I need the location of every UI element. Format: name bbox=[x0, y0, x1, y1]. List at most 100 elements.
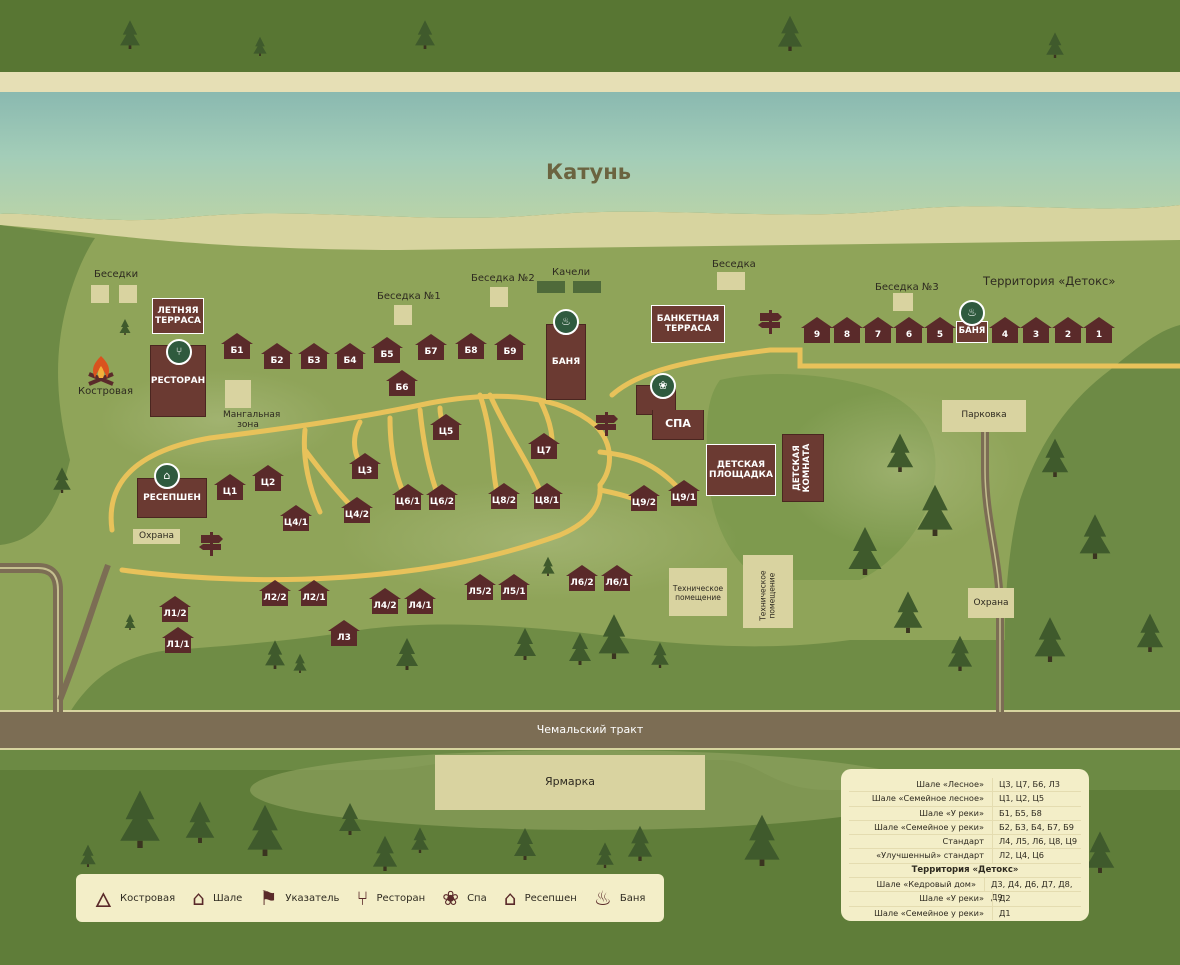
table-row: Шале «У реки»Б1, Б5, Б8 bbox=[849, 806, 1081, 821]
legend-label: Шале bbox=[212, 892, 243, 904]
chalet-b6[interactable]: Б6 bbox=[386, 370, 418, 396]
chalet-d2[interactable]: 2 bbox=[1052, 317, 1084, 343]
chalet-c5[interactable]: Ц5 bbox=[430, 414, 462, 440]
bbq-pad[interactable] bbox=[225, 380, 251, 408]
reception-icon[interactable]: ⌂ bbox=[154, 463, 180, 489]
chalet-c2[interactable]: Ц2 bbox=[252, 465, 284, 491]
chalet-l5-2[interactable]: Л5/2 bbox=[464, 574, 496, 600]
chalet-label: Ц6/1 bbox=[395, 494, 421, 510]
chalet-d1[interactable]: 1 bbox=[1083, 317, 1115, 343]
chalet-b5[interactable]: Б5 bbox=[371, 337, 403, 363]
chalet-c8-1[interactable]: Ц8/1 bbox=[531, 483, 563, 509]
security-pad-right[interactable] bbox=[968, 588, 1014, 618]
chalet-l5-1[interactable]: Л5/1 bbox=[498, 574, 530, 600]
spa-building[interactable]: СПА bbox=[652, 410, 704, 440]
chalet-l6-2[interactable]: Л6/2 bbox=[566, 565, 598, 591]
chalet-b4[interactable]: Б4 bbox=[334, 343, 366, 369]
swings-pad-2[interactable] bbox=[573, 281, 601, 293]
chalet-b2[interactable]: Б2 bbox=[261, 343, 293, 369]
tech-room-1[interactable] bbox=[669, 568, 727, 616]
chalet-d5[interactable]: 5 bbox=[924, 317, 956, 343]
signpost-3[interactable] bbox=[199, 530, 225, 556]
fair-area[interactable] bbox=[435, 755, 705, 810]
legend-label: Ресепшен bbox=[524, 892, 577, 904]
chalet-l4-1[interactable]: Л4/1 bbox=[404, 588, 436, 614]
bbq-label: Мангальная зона bbox=[223, 410, 281, 430]
gazebo-pad[interactable] bbox=[717, 272, 745, 290]
playground-label: ДЕТСКАЯ ПЛОЩАДКА bbox=[709, 459, 773, 480]
chalet-l6-1[interactable]: Л6/1 bbox=[601, 565, 633, 591]
chalet-c9-2[interactable]: Ц9/2 bbox=[628, 485, 660, 511]
chalet-c7[interactable]: Ц7 bbox=[528, 433, 560, 459]
gazebo-pad-1[interactable] bbox=[91, 285, 109, 303]
chalet-d6[interactable]: 6 bbox=[893, 317, 925, 343]
chalet-b9[interactable]: Б9 bbox=[494, 334, 526, 360]
chalet-l3[interactable]: Л3 bbox=[328, 620, 360, 646]
gazebo3-pad[interactable] bbox=[893, 293, 913, 311]
chalet-c4-1[interactable]: Ц4/1 bbox=[280, 505, 312, 531]
chalet-l1-2[interactable]: Л1/2 bbox=[159, 596, 191, 622]
table-type: Шале «У реки» bbox=[849, 892, 993, 906]
signpost-icon bbox=[758, 310, 782, 334]
gazebo2-label: Беседка №2 bbox=[471, 273, 535, 284]
table-row: Шале «Лесное»Ц3, Ц7, Б6, Л3 bbox=[849, 778, 1081, 793]
chalet-label: Б9 bbox=[497, 344, 523, 360]
table-row: Шале «Семейное лесное»Ц1, Ц2, Ц5 bbox=[849, 792, 1081, 807]
swings-label: Качели bbox=[552, 267, 591, 278]
chalet-c9-1[interactable]: Ц9/1 bbox=[668, 480, 700, 506]
playground[interactable]: ДЕТСКАЯ ПЛОЩАДКА bbox=[706, 444, 776, 496]
chalet-l2-1[interactable]: Л2/1 bbox=[298, 580, 330, 606]
chalet-l1-1[interactable]: Л1/1 bbox=[162, 627, 194, 653]
chalet-l2-2[interactable]: Л2/2 bbox=[259, 580, 291, 606]
tech-room-2[interactable] bbox=[743, 555, 793, 628]
chalet-c8-2[interactable]: Ц8/2 bbox=[488, 483, 520, 509]
chalet-label: 1 bbox=[1086, 327, 1112, 343]
gazebo1-pad[interactable] bbox=[394, 305, 412, 325]
table-row: Шале «Кедровый дом»Д3, Д4, Д6, Д7, Д8, Д… bbox=[849, 878, 1081, 902]
gazebo1-label: Беседка №1 bbox=[377, 291, 441, 302]
chalet-c3[interactable]: Ц3 bbox=[349, 453, 381, 479]
chalet-c4-2[interactable]: Ц4/2 bbox=[341, 497, 373, 523]
restaurant-icon[interactable]: ⑂ bbox=[166, 339, 192, 365]
detox-territory-label: Территория «Детокс» bbox=[983, 274, 1116, 288]
chalet-label: Л5/1 bbox=[501, 584, 527, 600]
banya-detox-icon[interactable]: ♨ bbox=[959, 300, 985, 326]
chalet-b8[interactable]: Б8 bbox=[455, 333, 487, 359]
legend-item-signpost: ⚑Указатель bbox=[259, 886, 339, 910]
chalet-d4[interactable]: 4 bbox=[989, 317, 1021, 343]
parking-pad[interactable] bbox=[942, 400, 1026, 432]
signpost-1[interactable] bbox=[758, 308, 784, 334]
spa-icon: ❀ bbox=[442, 886, 460, 910]
chalet-label: Л4/2 bbox=[372, 598, 398, 614]
chalet-d9[interactable]: 9 bbox=[801, 317, 833, 343]
chalet-d3[interactable]: 3 bbox=[1020, 317, 1052, 343]
table-type: Шале «Семейное у реки» bbox=[849, 820, 993, 835]
chalet-d7[interactable]: 7 bbox=[862, 317, 894, 343]
chalet-b1[interactable]: Б1 bbox=[221, 333, 253, 359]
signpost-2[interactable] bbox=[594, 410, 620, 436]
chalet-label: Б1 bbox=[224, 343, 250, 359]
gazebo2-pad[interactable] bbox=[490, 287, 508, 307]
chalet-c6-2[interactable]: Ц6/2 bbox=[426, 484, 458, 510]
banya-main[interactable]: БАНЯ bbox=[546, 324, 586, 400]
banquet-terrace[interactable]: БАНКЕТНАЯ ТЕРРАСА bbox=[651, 305, 725, 343]
chalet-d8[interactable]: 8 bbox=[831, 317, 863, 343]
chalet-b3[interactable]: Б3 bbox=[298, 343, 330, 369]
spa-icon[interactable]: ❀ bbox=[650, 373, 676, 399]
gazebo-pad-2[interactable] bbox=[119, 285, 137, 303]
legend-item-restaurant: ⑂Ресторан bbox=[357, 886, 426, 910]
swings-pad-1[interactable] bbox=[537, 281, 565, 293]
table-units: Б2, Б3, Б4, Б7, Б9 bbox=[999, 821, 1074, 832]
chalet-label: Л3 bbox=[331, 630, 357, 646]
legend-item-chalet: ⌂Шале bbox=[192, 886, 242, 910]
kids-room[interactable] bbox=[782, 434, 824, 502]
legend-label: Указатель bbox=[285, 892, 340, 904]
chalet-c1[interactable]: Ц1 bbox=[214, 474, 246, 500]
chalet-c6-1[interactable]: Ц6/1 bbox=[392, 484, 424, 510]
chalet-l4-2[interactable]: Л4/2 bbox=[369, 588, 401, 614]
chalet-b7[interactable]: Б7 bbox=[415, 334, 447, 360]
banya-icon[interactable]: ♨ bbox=[553, 309, 579, 335]
table-units: Л2, Ц4, Ц6 bbox=[999, 850, 1044, 861]
summer-terrace[interactable]: ЛЕТНЯЯ ТЕРРАСА bbox=[152, 298, 204, 334]
